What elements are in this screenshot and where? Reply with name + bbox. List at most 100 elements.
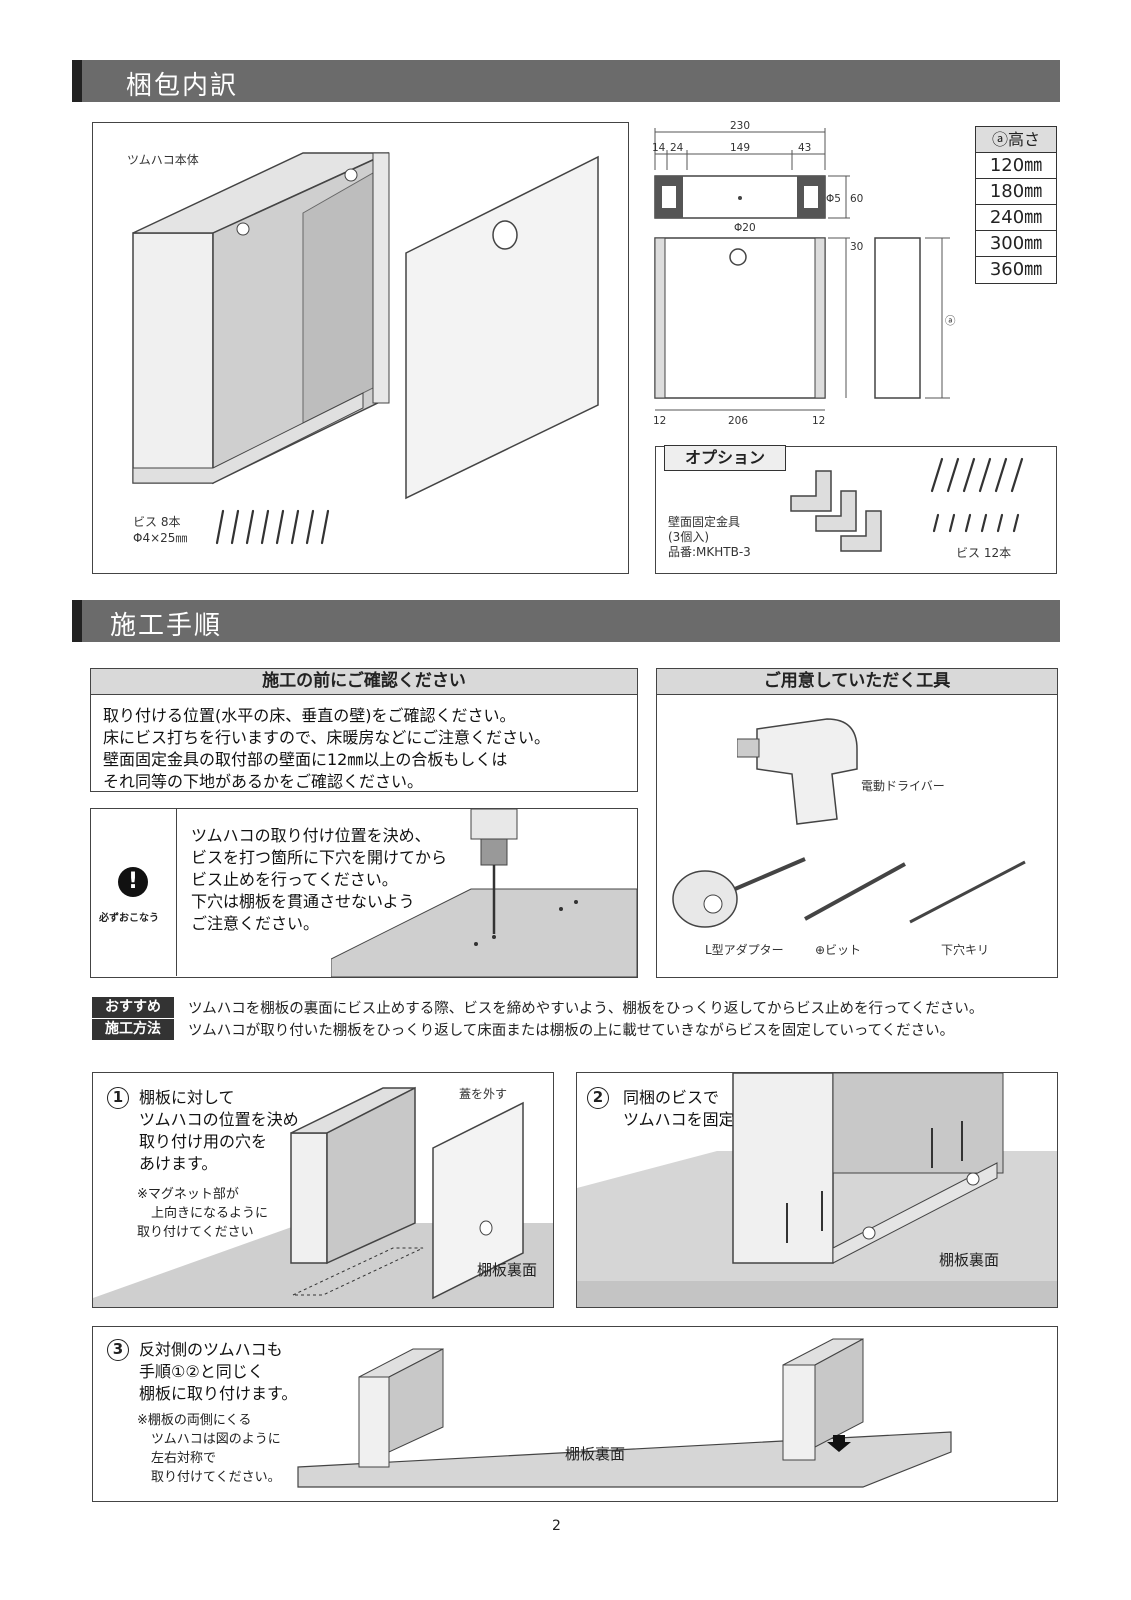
dim-hole-big: Φ20 (734, 222, 756, 234)
step1-note-line: 取り付けてください (137, 1225, 254, 1240)
step1-line: あけます。 (139, 1154, 218, 1173)
bracket-qty: (3個入) (668, 530, 709, 544)
dim-seg2: 24 (670, 142, 684, 154)
height-table: ⓐ高さ 120㎜ 180㎜ 240㎜ 300㎜ 360㎜ (975, 126, 1057, 284)
step2-illustration (577, 1073, 1057, 1307)
step1-shelf-label: 棚板裏面 (477, 1261, 538, 1279)
step1-line: 棚板に対して (139, 1088, 235, 1107)
page-number: 2 (552, 1518, 561, 1534)
option-panel: オプション 壁面固定金具 (3個入) 品番:MKHTB-3 ビス 12本 (655, 445, 1057, 574)
adapter-label: L型アダプター (705, 943, 784, 957)
must-label: 必ずおこなう (99, 913, 159, 924)
height-row: 180㎜ (976, 179, 1056, 205)
dimension-drawing: 230 14 24 149 43 Φ5 60 Φ20 30 12 206 12 … (652, 120, 956, 427)
bit-label: ⊕ビット (815, 943, 862, 957)
height-table-header: ⓐ高さ (976, 127, 1056, 153)
height-row: 360㎜ (989, 259, 1043, 280)
step1-number: 1 (107, 1087, 129, 1109)
before-line: それ同等の下地があるかをご確認ください。 (103, 772, 424, 791)
box-illustration (132, 151, 599, 500)
bracket-icon (790, 470, 882, 552)
step3-panel: 3 反対側のツムハコも 手順①②と同じく 棚板に取り付けます。 ※棚板の両側にく… (92, 1326, 1058, 1502)
must-line: ビス止めを行ってください。 (191, 870, 398, 889)
step3-note-line: 取り付けてください。 (151, 1470, 281, 1485)
must-text: ツムハコの取り付け位置を決め、 ビスを打つ箇所に下穴を開けてから ビス止めを行っ… (191, 825, 447, 935)
step3-line: 反対側のツムハコも (139, 1340, 283, 1359)
dim-bottom-right: 12 (812, 415, 825, 427)
step2-line: 同梱のビスで (623, 1088, 720, 1107)
step3-note-line: ※棚板の両側にくる (137, 1413, 252, 1428)
dim-seg3: 149 (730, 142, 750, 154)
must-side: ! 必ずおこなう (91, 809, 177, 976)
step3-note-line: 左右対称で (151, 1451, 217, 1466)
recommend-tag: 施工方法 (92, 1019, 174, 1040)
section-header-contents: 梱包内訳 (72, 60, 1060, 102)
before-title: 施工の前にご確認ください (91, 669, 637, 695)
contents-panel: ツムハコ本体 ビス 8本 Φ4×25㎜ (92, 122, 629, 574)
drill-illustration (331, 809, 637, 977)
step3-line: 棚板に取り付けます。 (139, 1384, 298, 1403)
before-text: 取り付ける位置(水平の床、垂直の壁)をご確認ください。 床にビス打ちを行いますの… (103, 705, 550, 793)
dim-height-small: 60 (850, 193, 863, 205)
before-line: 壁面固定金具の取付部の壁面に12㎜以上の合板もしくは (103, 750, 508, 769)
screw-size: Φ4×25㎜ (133, 531, 188, 545)
dim-total: 230 (730, 120, 750, 132)
step3-illustration (297, 1338, 952, 1488)
body-label: ツムハコ本体 (127, 153, 199, 167)
step3-note: ※棚板の両側にくる ツムハコは図のように 左右対称で 取り付けてください。 (137, 1411, 281, 1487)
step3-number: 3 (107, 1339, 129, 1361)
bracket-label: 壁面固定金具 (668, 515, 741, 529)
option-title: オプション (664, 445, 786, 471)
step1-text: 棚板に対して ツムハコの位置を決め 取り付け用の穴を あけます。 (139, 1087, 299, 1175)
step1-note: ※マグネット部が 上向きになるように 取り付けてください (137, 1185, 268, 1242)
recommend-line: ツムハコが取り付いた棚板をひっくり返して床面または棚板の上に載せていきながらビス… (188, 1023, 955, 1039)
section-tab (72, 60, 82, 102)
height-row: 120㎜ (976, 153, 1056, 179)
must-line: ビスを打つ箇所に下穴を開けてから (191, 848, 448, 867)
step3-note-line: ツムハコは図のように (151, 1432, 281, 1447)
drill-bit-label: 下穴キリ (941, 943, 990, 957)
option-screws-icon (930, 457, 1024, 533)
power-driver-icon (737, 718, 858, 825)
step1-line: 取り付け用の穴を (139, 1132, 268, 1151)
section-tab (72, 600, 82, 642)
must-line: 下穴は棚板を貫通させないよう (191, 892, 415, 911)
step1-note-line: 上向きになるように (151, 1206, 269, 1221)
section-header-procedure: 施工手順 (72, 600, 1060, 642)
step1-note-line: ※マグネット部が (137, 1187, 239, 1202)
step1-line: ツムハコの位置を決め (139, 1110, 299, 1129)
before-line: 取り付ける位置(水平の床、垂直の壁)をご確認ください。 (103, 706, 516, 725)
step2-shelf-label: 棚板裏面 (939, 1251, 1000, 1269)
height-row: 300㎜ (976, 231, 1056, 257)
dim-bottom-left: 12 (653, 415, 666, 427)
bracket-part-no: 品番:MKHTB-3 (668, 545, 751, 559)
exclamation-icon: ! (118, 867, 148, 897)
dim-seg1: 14 (652, 142, 666, 154)
tools-panel: ご用意していただく工具 電動ドライバー L型アダプター ⊕ビット 下穴キリ (656, 668, 1058, 978)
step1-panel: 1 棚板に対して ツムハコの位置を決め 取り付け用の穴を あけます。 ※マグネッ… (92, 1072, 554, 1308)
dim-hole-small: Φ5 (826, 193, 841, 205)
must-line: ご注意ください。 (191, 914, 320, 933)
step3-text: 反対側のツムハコも 手順①②と同じく 棚板に取り付けます。 (139, 1339, 297, 1405)
dim-seg4: 43 (798, 142, 811, 154)
before-panel: 施工の前にご確認ください 取り付ける位置(水平の床、垂直の壁)をご確認ください。… (90, 668, 638, 792)
recommend-line: ツムハコを棚板の裏面にビス止めする際、ビスを締めやすいよう、棚板をひっくり返して… (188, 1001, 984, 1017)
tools-title: ご用意していただく工具 (657, 669, 1057, 695)
section-title: 施工手順 (110, 611, 223, 641)
dim-top-offset: 30 (850, 241, 863, 253)
before-line: 床にビス打ちを行いますので、床暖房などにご注意ください。 (103, 728, 551, 747)
dim-bottom-mid: 206 (728, 415, 748, 427)
section-title: 梱包内訳 (126, 71, 239, 101)
driver-label: 電動ドライバー (861, 779, 945, 793)
step1-lid-label: 蓋を外す (459, 1087, 508, 1101)
step2-panel: 2 同梱のビスで ツムハコを固定します。 棚板裏面 (576, 1072, 1058, 1308)
must-line: ツムハコの取り付け位置を決め、 (191, 826, 431, 845)
step2-number: 2 (587, 1087, 609, 1109)
option-screw-label: ビス 12本 (956, 546, 1012, 560)
step1-illustration (93, 1086, 553, 1307)
height-row: 240㎜ (976, 205, 1056, 231)
recommend-text: ツムハコを棚板の裏面にビス止めする際、ビスを締めやすいよう、棚板をひっくり返して… (188, 998, 983, 1042)
dim-height-marker: ⓐ (945, 315, 956, 327)
bits-icon (672, 857, 1026, 928)
screws-icon (215, 509, 330, 545)
